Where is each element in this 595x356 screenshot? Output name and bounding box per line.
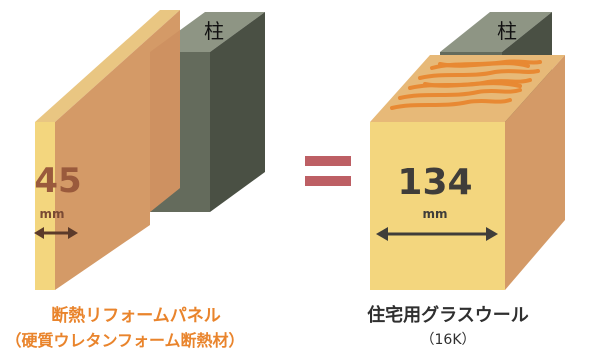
right-block-face	[370, 122, 505, 290]
right-caption-subtitle: （16K）	[420, 332, 476, 348]
left-caption-subtitle: （硬質ウレタンフォーム断熱材）	[5, 331, 245, 350]
left-caption-title: 断熱リフォームパネル	[51, 306, 221, 326]
right-dimension: 134 mm	[376, 162, 498, 241]
left-dimension-arrow	[34, 227, 78, 239]
left-panel-top	[35, 10, 180, 122]
equals-bar-top	[305, 156, 351, 166]
left-panel-side	[55, 10, 180, 290]
left-thickness-value: 45	[34, 161, 81, 201]
right-block	[370, 55, 565, 290]
right-pillar-top	[440, 12, 552, 52]
left-pillar-side	[210, 12, 265, 212]
glass-wool-texture	[390, 59, 542, 110]
left-panel-side-shadow	[150, 30, 180, 212]
right-thickness-value: 134	[397, 162, 472, 203]
right-assembly: 柱 134 mm	[370, 12, 565, 290]
left-assembly: 柱 45 mm	[34, 10, 265, 290]
right-dimension-arrow	[376, 227, 498, 241]
left-panel	[35, 10, 180, 290]
left-pillar-label: 柱	[204, 19, 224, 43]
right-thickness-unit: mm	[422, 207, 447, 221]
left-dimension: 45 mm	[34, 161, 82, 239]
equals-sign	[305, 156, 351, 186]
right-caption-title: 住宅用グラスウール	[367, 305, 529, 326]
right-pillar-label: 柱	[497, 19, 517, 43]
equals-bar-bottom	[305, 176, 351, 186]
right-block-side	[505, 55, 565, 290]
left-thickness-unit: mm	[39, 207, 64, 221]
left-panel-face	[35, 122, 55, 290]
